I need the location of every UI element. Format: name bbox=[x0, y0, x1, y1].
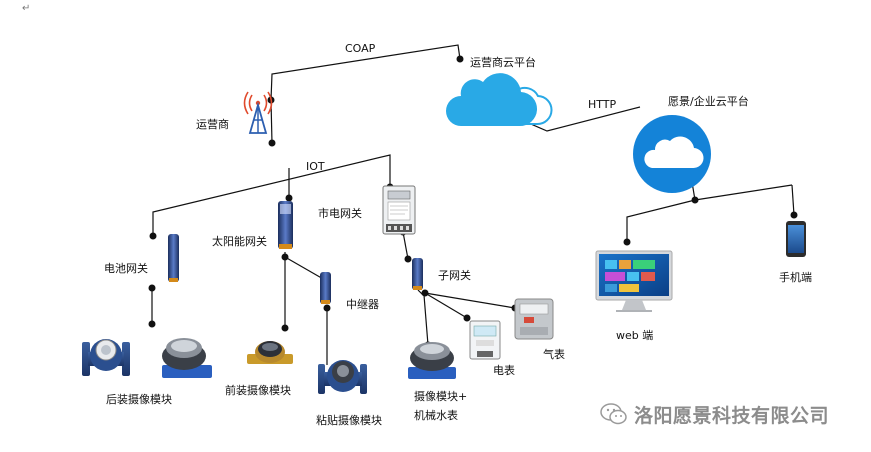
smartphone-icon bbox=[786, 221, 806, 257]
sub-gateway-device bbox=[412, 258, 423, 290]
camera-mech-label-line1: 摄像模块+ bbox=[414, 390, 468, 403]
coap-label: COAP bbox=[345, 42, 376, 55]
antenna-tower-icon bbox=[243, 91, 273, 134]
carrier-label: 运营商 bbox=[196, 118, 229, 131]
connection-lines bbox=[151, 44, 795, 365]
water-meter-icon bbox=[318, 360, 367, 394]
company-cloud-label: 愿景/企业云平台 bbox=[668, 95, 749, 108]
battery-gateway-label: 电池网关 bbox=[104, 262, 148, 275]
sub-gateway-label: 子网关 bbox=[438, 269, 471, 282]
water-meter-icon bbox=[82, 339, 130, 376]
electric-meter-device bbox=[469, 320, 501, 360]
cloud-icon bbox=[633, 115, 711, 193]
watermark-text: 洛阳愿景科技有限公司 bbox=[634, 404, 830, 427]
electric-meter-label: 电表 bbox=[493, 364, 515, 377]
gas-meter-label: 气表 bbox=[543, 348, 565, 361]
carrier-cloud-label: 运营商云平台 bbox=[470, 56, 536, 69]
gas-meter-device bbox=[514, 298, 554, 340]
mains-gateway-label: 市电网关 bbox=[318, 207, 362, 220]
mobile-client-label: 手机端 bbox=[779, 271, 812, 284]
repeater-device bbox=[320, 272, 331, 304]
corner-mark: ↵ bbox=[22, 3, 31, 14]
paste-camera-label: 粘贴摄像模块 bbox=[316, 414, 382, 427]
battery-gateway-device bbox=[168, 234, 179, 282]
camera-mech-label-line2: 机械水表 bbox=[414, 409, 458, 422]
water-meter-icon bbox=[247, 341, 293, 364]
mains-gateway-device bbox=[382, 185, 416, 235]
watermark: 洛阳愿景科技有限公司 bbox=[600, 402, 830, 427]
water-meter-icon bbox=[162, 338, 212, 378]
water-meter-icon bbox=[408, 342, 456, 379]
solar-gateway-device bbox=[278, 201, 293, 249]
cloud-icon bbox=[446, 73, 553, 127]
wechat-icon bbox=[600, 403, 627, 425]
front-camera-label: 前装摄像模块 bbox=[225, 384, 291, 397]
solar-gateway-label: 太阳能网关 bbox=[212, 235, 267, 248]
repeater-label: 中继器 bbox=[346, 298, 379, 311]
http-label: HTTP bbox=[588, 98, 617, 111]
rear-camera-label: 后装摄像模块 bbox=[106, 393, 172, 406]
web-client-label: web 端 bbox=[616, 329, 654, 342]
monitor-icon bbox=[595, 250, 673, 312]
iot-label: IOT bbox=[306, 160, 325, 173]
